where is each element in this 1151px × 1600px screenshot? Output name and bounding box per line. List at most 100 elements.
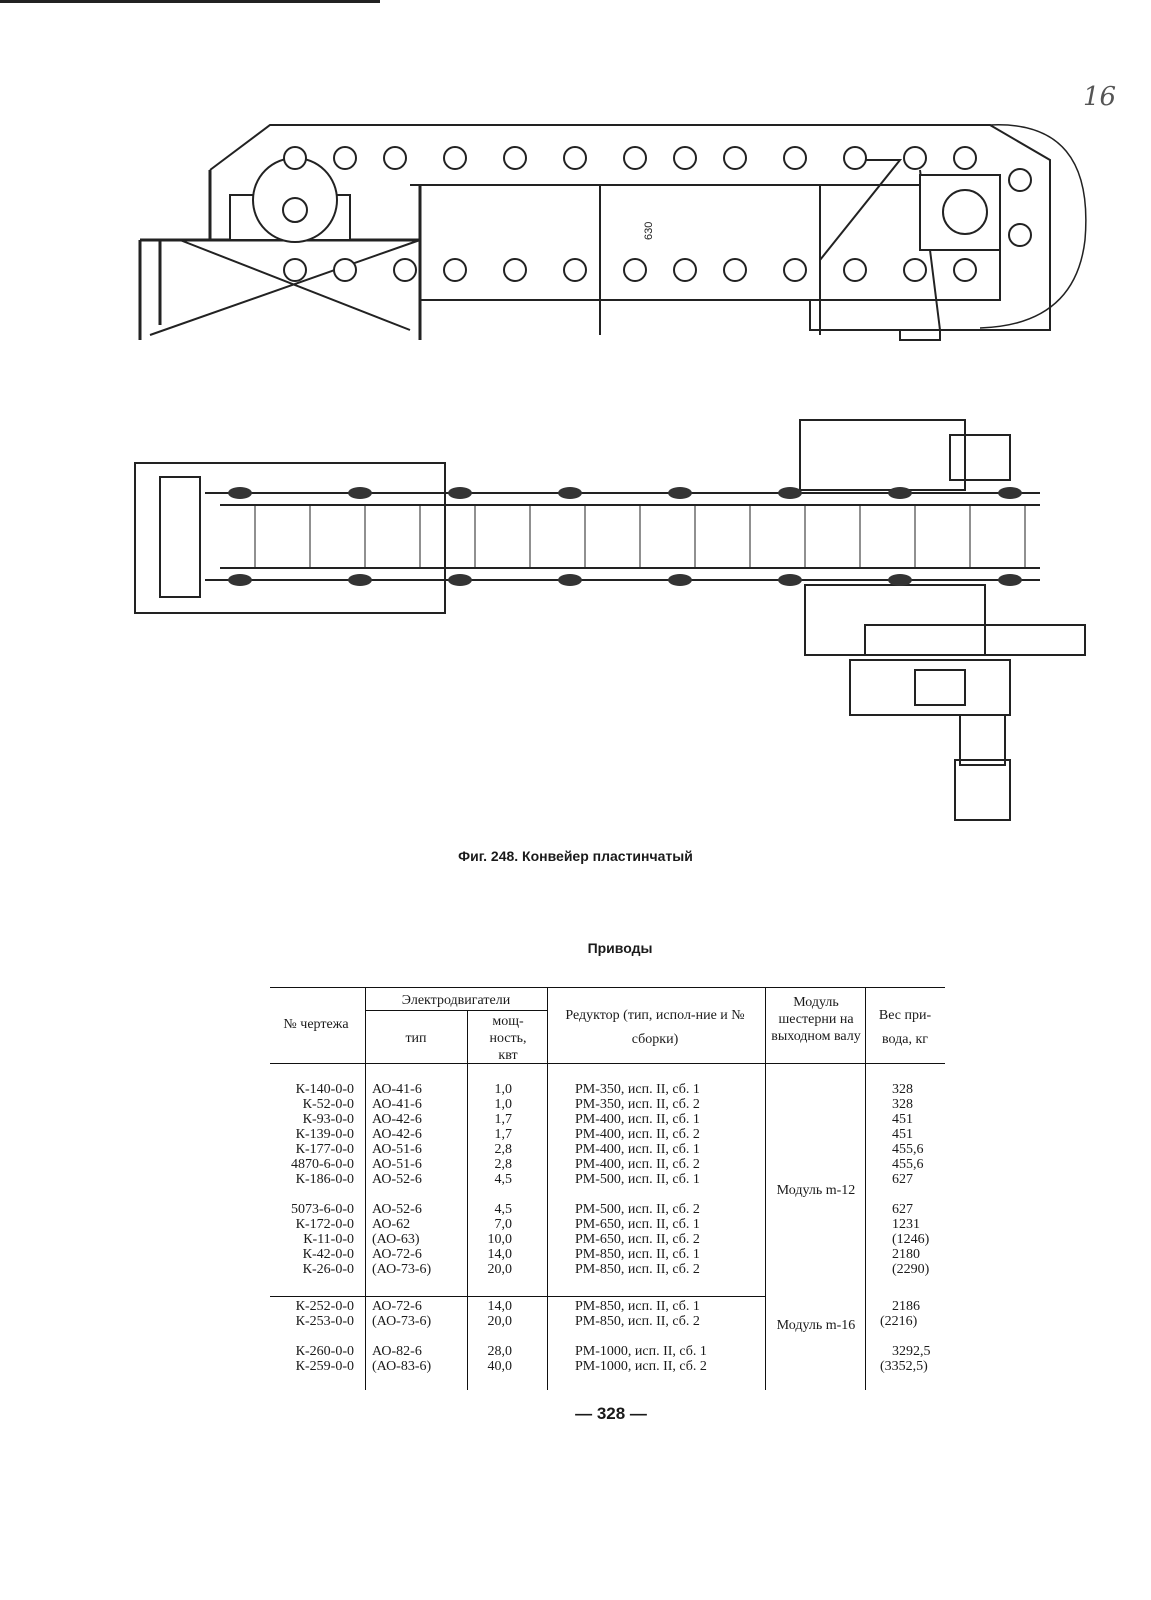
table-cell: 40,0 [487, 1359, 513, 1374]
table-row: К-26-0-0 [302, 1262, 354, 1277]
table-cell: 28,0 [487, 1344, 513, 1359]
table-row: К-139-0-0 [295, 1127, 354, 1142]
table-cell: 451 [892, 1127, 913, 1142]
table-row: 4870-6-0-0 [291, 1157, 354, 1172]
table-cell: (2290) [892, 1262, 930, 1277]
table-row: К-259-0-0 [295, 1359, 354, 1374]
table-cell: АО-52-6 [372, 1202, 422, 1217]
header-motor-type: тип [405, 1031, 427, 1046]
table-cell: РМ-350, исп. II, сб. 1 [575, 1082, 700, 1097]
table-cell: АО-62 [372, 1217, 411, 1232]
table-cell: РМ-650, исп. II, сб. 1 [575, 1217, 700, 1232]
table-cell: 14,0 [487, 1247, 513, 1262]
table-row: 5073-6-0-0 [291, 1202, 354, 1217]
conveyor-side-view: 630 [138, 124, 1087, 341]
table-cell: 4,5 [494, 1172, 513, 1187]
table-cell: РМ-850, исп. II, сб. 2 [575, 1314, 700, 1329]
header-motor-power: мощ-ность, квт [489, 1014, 527, 1063]
table-cell: АО-42-6 [372, 1127, 422, 1142]
table-cell: 328 [892, 1097, 913, 1112]
table-cell: РМ-1000, исп. II, сб. 2 [575, 1359, 707, 1374]
col-type-g1: АО-41-6 АО-41-6 АО-42-6 АО-42-6 АО-51-6 … [372, 1082, 431, 1277]
table-row: К-260-0-0 [295, 1344, 354, 1359]
header-drawing-no: № чертежа [283, 1017, 349, 1032]
table-cell: РМ-1000, исп. II, сб. 1 [575, 1344, 707, 1359]
group-separator-rule [270, 1296, 765, 1297]
table-row: К-172-0-0 [295, 1217, 354, 1232]
table-cell: (АО-73-6) [372, 1314, 432, 1329]
header-bottom-rule [270, 1063, 945, 1064]
table-cell: 1,7 [494, 1127, 513, 1142]
figure-caption: Фиг. 248. Конвейер пластинчатый [458, 848, 693, 864]
table-row: К-253-0-0 [295, 1314, 354, 1329]
table-row: К-52-0-0 [302, 1097, 354, 1112]
col-sep-1 [365, 987, 366, 1390]
table-cell: 1231 [892, 1217, 920, 1232]
table-cell: РМ-500, исп. II, сб. 2 [575, 1202, 700, 1217]
table-cell: АО-41-6 [372, 1082, 422, 1097]
table-cell: 7,0 [494, 1217, 513, 1232]
top-rule [0, 0, 380, 3]
table-cell: 10,0 [487, 1232, 513, 1247]
table-cell: РМ-650, исп. II, сб. 2 [575, 1232, 700, 1247]
table-cell: 328 [892, 1082, 913, 1097]
page-mark: 16 [1083, 82, 1117, 112]
table-cell: АО-72-6 [372, 1247, 422, 1262]
table-cell: 1,7 [494, 1112, 513, 1127]
table-cell: 4,5 [494, 1202, 513, 1217]
table-cell: (АО-73-6) [372, 1262, 432, 1277]
table-row: К-177-0-0 [295, 1142, 354, 1157]
col-type-g2: АО-72-6 (АО-73-6) АО-82-6 (АО-83-6) [372, 1299, 431, 1374]
module-label-m12: Модуль m-12 [776, 1183, 856, 1198]
table-cell: 20,0 [487, 1262, 513, 1277]
table-cell: АО-51-6 [372, 1157, 422, 1172]
table-cell: 627 [892, 1172, 913, 1187]
table-cell: (2216) [880, 1314, 918, 1329]
col-weight-g1: 328 328 451 451 455,6 455,6 627 627 1231… [892, 1082, 929, 1277]
table-cell: АО-82-6 [372, 1344, 422, 1359]
col-power-g1: 1,0 1,0 1,7 1,7 2,8 2,8 4,5 4,5 7,0 10,0… [474, 1082, 513, 1277]
col-sep-5 [865, 987, 866, 1390]
header-weight: Вес при-вода, кг [878, 1008, 932, 1047]
table-cell: 627 [892, 1202, 913, 1217]
table-cell: 451 [892, 1112, 913, 1127]
table-cell: 20,0 [487, 1314, 513, 1329]
table-cell: 1,0 [494, 1097, 513, 1112]
col-weight-g2: 2186 (2216) 3292,5 (3352,5) [880, 1299, 931, 1374]
table-cell: АО-41-6 [372, 1097, 422, 1112]
table-row: К-252-0-0 [295, 1299, 354, 1314]
col-sep-4 [765, 987, 766, 1390]
table-cell: (АО-63) [372, 1232, 420, 1247]
table-title: Приводы [587, 940, 653, 956]
table-cell: РМ-850, исп. II, сб. 1 [575, 1299, 700, 1314]
table-cell: 3292,5 [892, 1344, 931, 1359]
table-cell: АО-72-6 [372, 1299, 422, 1314]
table-cell: РМ-350, исп. II, сб. 2 [575, 1097, 700, 1112]
table-cell: 2180 [892, 1247, 920, 1262]
col-sep-2 [467, 1010, 468, 1390]
table-cell: 455,6 [892, 1142, 924, 1157]
table-cell: АО-51-6 [372, 1142, 422, 1157]
motors-group-rule [365, 1010, 547, 1011]
table-cell: РМ-500, исп. II, сб. 1 [575, 1172, 700, 1187]
table-row: К-140-0-0 [295, 1082, 354, 1097]
table-cell: 2,8 [494, 1142, 513, 1157]
table-cell: АО-42-6 [372, 1112, 422, 1127]
table-cell: АО-52-6 [372, 1172, 422, 1187]
table-cell: (1246) [892, 1232, 930, 1247]
module-label-m16: Модуль m-16 [776, 1318, 856, 1333]
col-reducer-g1: РМ-350, исп. II, сб. 1 РМ-350, исп. II, … [575, 1082, 700, 1277]
table-top-rule [270, 987, 945, 988]
conveyor-plan-view [134, 419, 1086, 821]
table-cell: РМ-850, исп. II, сб. 1 [575, 1247, 700, 1262]
col-drawing-g1: К-140-0-0 К-52-0-0 К-93-0-0 К-139-0-0 К-… [278, 1082, 354, 1277]
table-row: К-186-0-0 [295, 1172, 354, 1187]
table-cell: РМ-850, исп. II, сб. 2 [575, 1262, 700, 1277]
col-sep-3 [547, 987, 548, 1390]
header-reducer: Редуктор (тип, испол-ние и № сборки) [565, 1008, 745, 1047]
header-motors-group: Электродвигатели [401, 993, 511, 1008]
table-cell: РМ-400, исп. II, сб. 1 [575, 1142, 700, 1157]
table-cell: 14,0 [487, 1299, 513, 1314]
table-cell: 2,8 [494, 1157, 513, 1172]
col-power-g2: 14,0 20,0 28,0 40,0 [474, 1299, 513, 1374]
